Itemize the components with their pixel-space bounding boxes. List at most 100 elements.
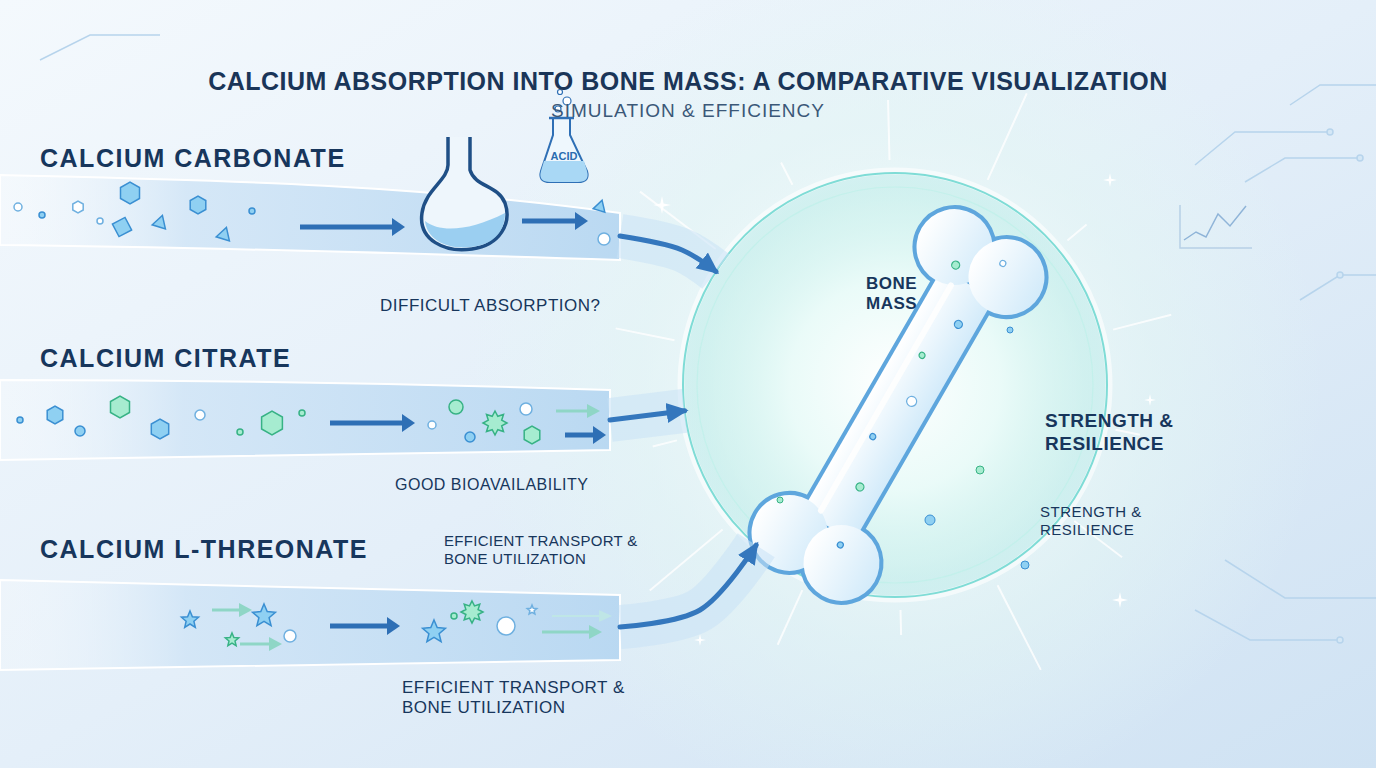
flask-body: [540, 118, 587, 182]
bone-highlight: [821, 285, 951, 510]
flow-band: [0, 380, 610, 460]
circuit-line: [1300, 275, 1376, 300]
stomach-icon: [422, 137, 507, 250]
glow-particle: [925, 515, 935, 525]
particle-dot: [598, 233, 610, 245]
stomach-outline: [422, 137, 507, 250]
circuit-dot: [1337, 272, 1343, 278]
flow-arrow: [212, 603, 252, 617]
arrow-head: [269, 637, 282, 651]
bone-particle: [999, 259, 1007, 267]
circuit-dot: [1327, 129, 1333, 135]
bone-particle: [869, 433, 877, 441]
particle-triangle: [152, 215, 165, 229]
circuit-line: [1225, 560, 1376, 598]
particle-dot: [249, 208, 255, 214]
flow-arrow: [330, 414, 415, 432]
flow-arrow: [565, 426, 606, 444]
arrow-shaft: [212, 609, 242, 612]
particle-cluster: [461, 601, 483, 623]
particle-triangle: [216, 227, 229, 241]
particle-star: [181, 611, 198, 627]
particle-dot: [97, 218, 103, 224]
arrow-head: [587, 404, 600, 418]
node-heading: CALCIUM CITRATE: [40, 343, 291, 373]
particle-hexagon: [47, 406, 63, 424]
flow-arrow-connector: [610, 411, 685, 420]
circuit-dot: [1337, 637, 1343, 643]
particle-star: [423, 620, 446, 642]
arrow-shaft: [542, 631, 592, 634]
bone-fill: [738, 195, 1059, 615]
glow-ray: [1113, 315, 1171, 330]
sparkle: [694, 634, 706, 646]
diagram-title: CALCIUM ABSORPTION INTO BONE MASS: A COM…: [0, 66, 1376, 96]
arrow-shaft: [240, 643, 272, 646]
glow-ray: [653, 440, 677, 446]
glow-ray: [781, 162, 792, 184]
mini-chart: [1180, 205, 1252, 248]
arrow-head: [387, 617, 400, 635]
glow-particle: [777, 497, 783, 503]
particle-dot: [449, 400, 463, 414]
arrow-shaft: [552, 615, 602, 617]
flow-arrow: [300, 218, 405, 236]
flow-band: [0, 580, 620, 670]
arrow-head: [392, 218, 405, 236]
particle-diamond: [112, 217, 131, 236]
particle-hexagon: [151, 419, 168, 439]
arrow-head: [599, 610, 612, 622]
subtitle: SIMULATION & EFFICIENCY: [388, 100, 988, 123]
arrow-head: [402, 414, 415, 432]
arrow-head: [575, 212, 588, 230]
flow-arrow: [552, 610, 612, 622]
glow-ray: [1067, 224, 1086, 240]
bone-particle: [950, 260, 961, 271]
chart-line: [1184, 206, 1246, 240]
particle-dot: [17, 417, 23, 423]
glow-ray: [778, 590, 803, 645]
circuit-line: [1195, 132, 1330, 165]
glow-ray: [899, 610, 902, 635]
bone-illustration: [738, 195, 1059, 615]
circuit-dot: [1357, 155, 1363, 161]
node-heading: BONE MASS: [866, 274, 928, 315]
bone-particle: [918, 351, 926, 359]
flow-arrow: [556, 404, 600, 418]
particle-dot: [284, 630, 296, 642]
circuit-line: [1245, 158, 1360, 182]
node-heading: CALCIUM CARBONATE: [40, 143, 346, 173]
flow-ribbon: [620, 545, 756, 627]
node-heading: CALCIUM L-THREONATE: [40, 534, 368, 564]
glow-particle: [976, 466, 984, 474]
node-caption: DIFFICULT ABSORPTION?: [380, 296, 601, 316]
particle-dot: [237, 429, 243, 435]
stomach-liquid: [425, 213, 505, 247]
flow-ribbon: [610, 411, 685, 420]
circuit-line: [1195, 610, 1340, 640]
supplement-band: CALCIUM L-THREONATEEFFICIENT TRANSPORT &…: [0, 530, 620, 720]
glow-ray: [998, 585, 1041, 670]
circuit-line: [1290, 85, 1376, 105]
sparkle: [1112, 592, 1128, 608]
glow-ray: [888, 100, 889, 160]
particle-hexagon: [524, 426, 540, 444]
bone-particle: [905, 395, 919, 409]
particle-dot: [75, 426, 85, 436]
bone-part: [802, 269, 994, 541]
particle-hexagon: [121, 182, 140, 204]
bone-part: [790, 511, 894, 615]
particle-triangle: [593, 200, 605, 212]
bone-particle: [836, 541, 844, 549]
glow-ray: [616, 328, 675, 340]
particle-hexagon: [111, 396, 130, 418]
bone-part: [802, 269, 994, 541]
supplement-band: CALCIUM CITRATEGOOD BIOAVAILABILITY: [0, 335, 610, 500]
particle-star: [527, 605, 537, 614]
glow-ray: [988, 93, 1027, 180]
sparkle: [1103, 173, 1117, 187]
node-caption: EFFICIENT TRANSPORT & BONE UTILIZATION: [402, 678, 642, 719]
particle-dot: [195, 410, 205, 420]
